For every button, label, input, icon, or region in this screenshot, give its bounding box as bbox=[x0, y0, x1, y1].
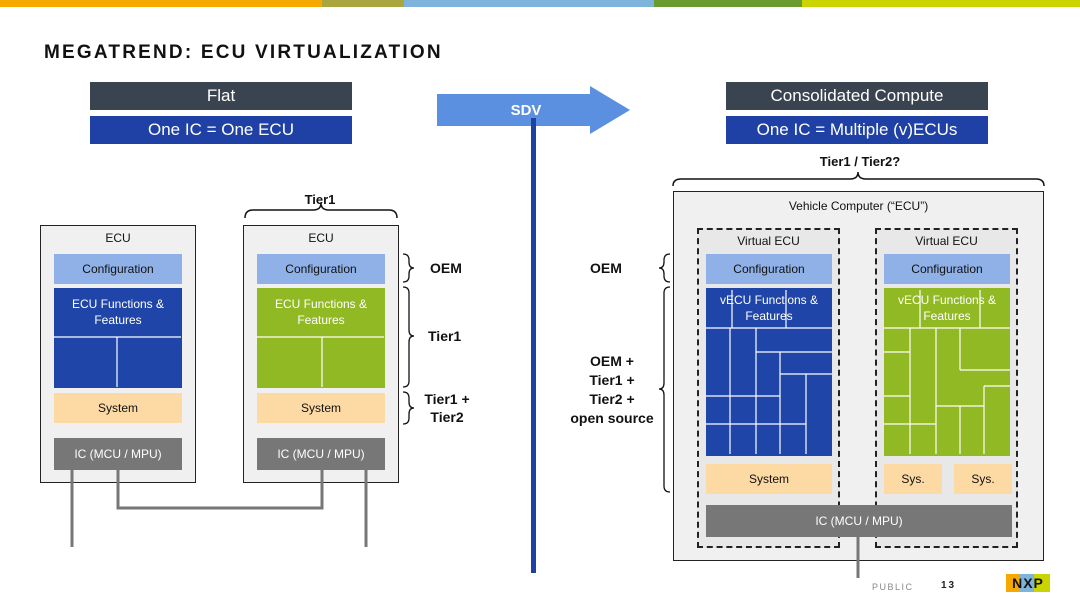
topbar-segment-orange bbox=[0, 0, 322, 7]
topbar-segment-olive bbox=[322, 0, 404, 7]
ecu-functions-label: ECU Functions & Features bbox=[274, 297, 368, 327]
ic-block: IC (MCU / MPU) bbox=[257, 438, 385, 470]
nxp-logo-text: NXP bbox=[1012, 575, 1044, 591]
topbar-segment-lime bbox=[802, 0, 1080, 7]
virtual-ecu-title: Virtual ECU bbox=[915, 234, 978, 248]
vecu-functions-label: vECU Functions & Features bbox=[897, 293, 997, 323]
vecu-functions-label: vECU Functions & Features bbox=[719, 293, 819, 323]
ecu-functions-block: ECU Functions & Features bbox=[54, 288, 182, 388]
configuration-block: Configuration bbox=[54, 254, 182, 284]
oem-brace-right bbox=[658, 253, 671, 283]
page-number: 13 bbox=[941, 580, 957, 591]
virtual-ecu-box-1: Virtual ECU Configuration vECU Functions… bbox=[697, 228, 840, 548]
oem-tier-line4: open source bbox=[570, 410, 654, 426]
topbar-segment-green bbox=[654, 0, 802, 7]
sys-block-2: Sys. bbox=[954, 464, 1012, 494]
configuration-block: Configuration bbox=[884, 254, 1010, 284]
tier1-brace bbox=[244, 202, 398, 219]
vecu-functions-block: vECU Functions & Features bbox=[706, 288, 832, 456]
sys-block-1: Sys. bbox=[884, 464, 942, 494]
tier-question-brace bbox=[672, 171, 1045, 187]
tier1-tier2-line1: Tier1 + bbox=[424, 391, 470, 407]
oem-brace bbox=[402, 253, 415, 283]
tier1-label: Tier1 bbox=[428, 328, 462, 344]
flat-header: Flat bbox=[90, 82, 352, 110]
one-ic-multiple-vecus-header: One IC = Multiple (v)ECUs bbox=[726, 116, 988, 144]
ecu-title: ECU bbox=[308, 231, 334, 245]
ecu-title: ECU bbox=[105, 231, 131, 245]
sdv-arrow bbox=[437, 86, 630, 134]
footer-public: PUBLIC bbox=[872, 582, 914, 592]
configuration-block: Configuration bbox=[257, 254, 385, 284]
nxp-logo-mark bbox=[1006, 574, 1050, 592]
ecu-functions-label: ECU Functions & Features bbox=[71, 297, 165, 327]
page-title: MEGATREND: ECU VIRTUALIZATION bbox=[44, 42, 443, 63]
vecu1-grid bbox=[706, 290, 832, 454]
system-block: System bbox=[257, 393, 385, 423]
tier1-tier2-line2: Tier2 bbox=[430, 409, 464, 425]
shared-ic-block: IC (MCU / MPU) bbox=[706, 505, 1012, 537]
oem-label: OEM bbox=[430, 260, 462, 276]
top-color-bar bbox=[0, 0, 1080, 7]
ecu-box-2: ECU Configuration ECU Functions & Featur… bbox=[243, 225, 399, 483]
oem-label-right: OEM bbox=[590, 260, 622, 276]
oem-tier-line1: OEM + bbox=[590, 353, 634, 369]
ecu-functions-block: ECU Functions & Features bbox=[257, 288, 385, 388]
wire-bus bbox=[116, 470, 324, 510]
sdv-label: SDV bbox=[510, 101, 542, 119]
oem-tier-open-source-label: OEM + Tier1 + Tier2 + open source bbox=[560, 352, 664, 428]
ecu-box-1: ECU Configuration ECU Functions & Featur… bbox=[40, 225, 196, 483]
vecu2-grid bbox=[884, 290, 1010, 454]
configuration-block: Configuration bbox=[706, 254, 832, 284]
ic-block: IC (MCU / MPU) bbox=[54, 438, 182, 470]
center-divider bbox=[531, 118, 536, 573]
system-block: System bbox=[54, 393, 182, 423]
vecu-functions-block: vECU Functions & Features bbox=[884, 288, 1010, 456]
tier1-brace-side bbox=[402, 286, 415, 388]
oem-tier-brace-right bbox=[658, 286, 671, 493]
virtual-ecu-box-2: Virtual ECU Configuration vECU Functions… bbox=[875, 228, 1018, 548]
tier1-tier2-label: Tier1 + Tier2 bbox=[416, 390, 478, 426]
consolidated-compute-header: Consolidated Compute bbox=[726, 82, 988, 110]
system-block: System bbox=[706, 464, 832, 494]
tier1-top-label: Tier1 bbox=[304, 191, 336, 207]
tier1-tier2-brace bbox=[402, 391, 415, 425]
one-ic-one-ecu-header: One IC = One ECU bbox=[90, 116, 352, 144]
vehicle-computer-title: Vehicle Computer (“ECU”) bbox=[788, 199, 929, 213]
nxp-logo: NXP bbox=[1006, 572, 1050, 594]
tier-question-label: Tier1 / Tier2? bbox=[819, 153, 901, 169]
virtual-ecu-title: Virtual ECU bbox=[737, 234, 800, 248]
oem-tier-line2: Tier1 + bbox=[589, 372, 635, 388]
topbar-segment-blue bbox=[404, 0, 654, 7]
oem-tier-line3: Tier2 + bbox=[589, 391, 635, 407]
